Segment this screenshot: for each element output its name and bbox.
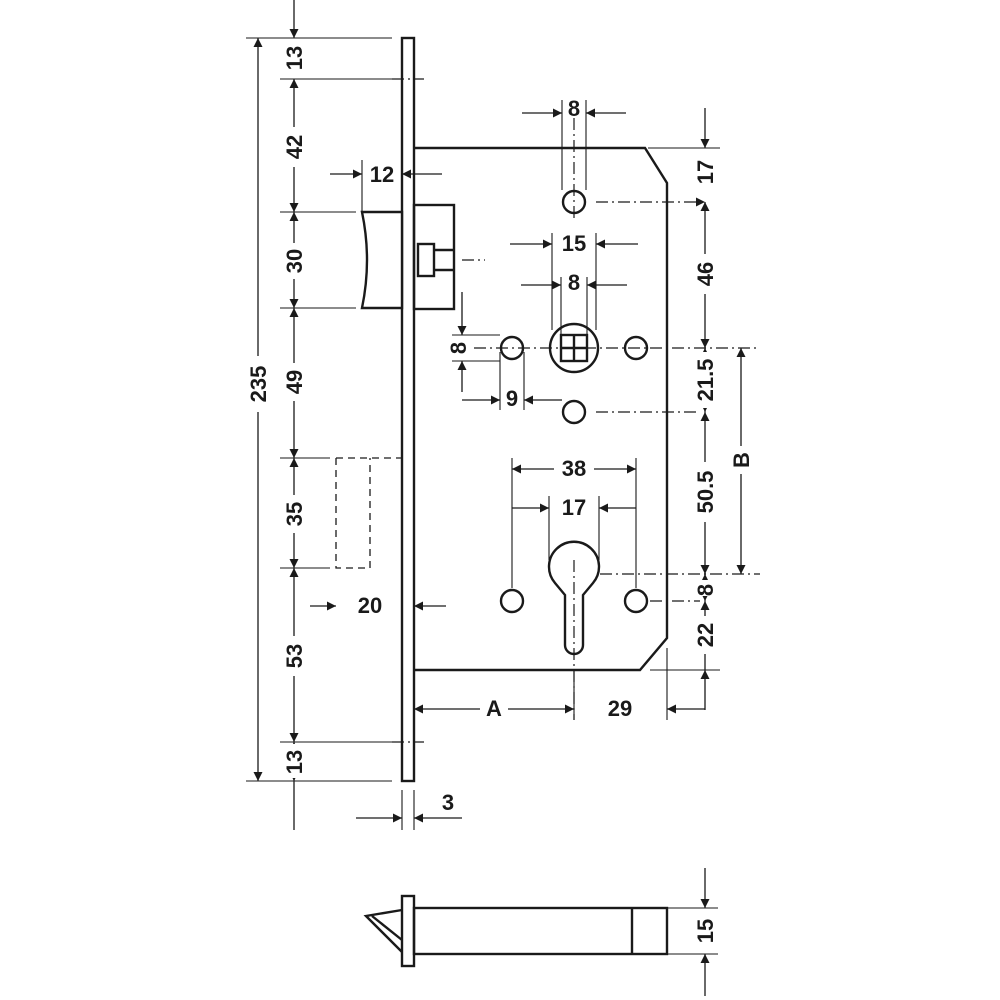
left-dimension-chain: 235 13 42 30 49 35 53 13: [246, 0, 392, 830]
dim-label-17-right: 17: [693, 160, 718, 184]
dim-label-12: 12: [370, 162, 394, 187]
dim-label-42: 42: [282, 135, 307, 159]
lock-body: [335, 36, 669, 783]
dim-label-35: 35: [282, 502, 307, 526]
dim-label-13-top: 13: [282, 46, 307, 70]
fixing-hole-right: [623, 335, 649, 361]
lower-dimensions: 20 A 29 3: [310, 593, 705, 830]
dim-label-21-5: 21.5: [693, 359, 718, 402]
dim-label-total: 235: [246, 366, 271, 403]
dim-label-29: 29: [608, 696, 632, 721]
spindle-dimensions: 8 15 8: [510, 96, 638, 335]
dim-label-8-vertical: 8: [446, 342, 471, 354]
fixing-hole-mid: [561, 399, 587, 425]
dim-label-A: A: [486, 696, 502, 721]
latch-bolt: [360, 210, 404, 310]
cylinder-dimensions: 38 17: [511, 456, 637, 588]
dim-label-B: B: [729, 452, 754, 468]
dim-label-46: 46: [693, 262, 718, 286]
dim-label-30: 30: [282, 249, 307, 273]
dim-label-8-top: 8: [568, 96, 580, 121]
dim-label-15-side: 15: [693, 919, 718, 943]
faceplate: [400, 36, 416, 783]
dim-label-53: 53: [282, 644, 307, 668]
fixing-hole-cyl-left: [499, 588, 525, 614]
right-dimension-chain: 17 46 21.5 50.5 8 22 B: [648, 108, 754, 710]
latch-dimensions: 12 8 9: [330, 160, 562, 411]
latch-housing: [412, 203, 456, 311]
dim-label-38: 38: [562, 456, 586, 481]
deadbolt-hidden: [335, 457, 402, 569]
side-view-latch: [363, 908, 403, 953]
side-view-faceplate: [400, 894, 416, 968]
dim-label-15: 15: [562, 231, 586, 256]
side-view-case: [412, 906, 669, 956]
dim-label-49: 49: [282, 370, 307, 394]
center-lines: [462, 118, 760, 720]
dim-label-22: 22: [693, 623, 718, 647]
dim-label-50-5: 50.5: [693, 471, 718, 514]
dim-label-13-bottom: 13: [282, 750, 307, 774]
cylinder-profile-hole: [547, 540, 601, 656]
fixing-hole-cyl-right: [623, 588, 649, 614]
dim-label-8-square: 8: [568, 270, 580, 295]
dim-label-3: 3: [442, 790, 454, 815]
dim-label-9: 9: [506, 386, 518, 411]
dim-label-8-right: 8: [693, 584, 718, 596]
dim-label-17-cylinder: 17: [562, 495, 586, 520]
latch-stem: [416, 242, 436, 278]
side-view: 15: [363, 868, 718, 996]
dim-label-20: 20: [358, 593, 382, 618]
lock-case: [414, 146, 669, 672]
